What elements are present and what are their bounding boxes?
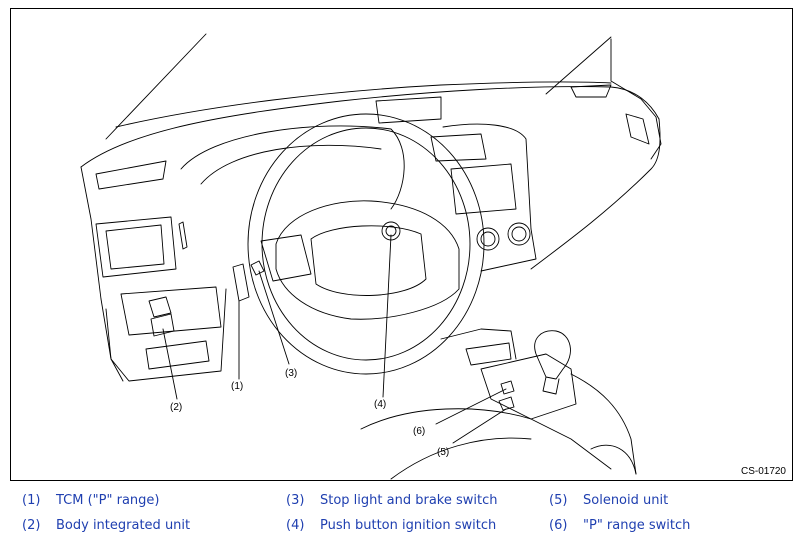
legend-item: (6) "P" range switch [549,518,690,533]
defrost-vent-right [570,84,612,98]
lower-left-slot [145,340,210,370]
leader-4 [382,234,392,398]
leader-2 [162,328,178,400]
callout-4: (4) [374,399,386,410]
console-side [360,408,612,470]
knob-right [507,222,531,246]
dash-top-edge-2 [115,81,612,128]
legend-number: (4) [286,518,305,533]
console-tray [465,342,512,366]
legend-number: (2) [22,518,41,533]
legend-item: (2) Body integrated unit [22,518,190,533]
legend: (1) TCM ("P" range) (2) Body integrated un… [0,487,803,543]
right-vent [625,113,650,145]
legend-label: TCM ("P" range) [56,493,160,508]
hazard-panel [430,133,487,162]
legend-number: (3) [286,493,305,508]
a-pillar-right [545,36,612,95]
leader-6 [435,388,507,425]
left-seat-edge [390,437,532,480]
steering-wheel-outer [247,113,485,375]
shift-knob [534,330,571,380]
legend-label: Push button ignition switch [320,518,497,533]
figure-code: CS-01720 [740,466,786,477]
leader-3 [258,270,290,365]
callout-1: (1) [231,381,243,392]
steering-column [260,234,312,282]
dashboard-diagram: (1) (2) (3) (4) (5) (6) CS-01720 [10,8,793,481]
callout-6: (6) [413,426,425,437]
legend-item: (5) Solenoid unit [549,493,668,508]
center-display-top [375,96,442,124]
legend-number: (5) [549,493,568,508]
center-stack [442,123,537,272]
legend-label: Solenoid unit [583,493,669,508]
callout-2: (2) [170,402,182,413]
body-integrated-unit [150,313,175,337]
cluster-hood [180,125,405,210]
legend-item: (1) TCM ("P" range) [22,493,159,508]
body-integrated-unit-top [148,296,172,318]
lower-left-panel [120,286,222,336]
a-pillar-left [105,33,207,140]
tcm-unit [232,263,250,302]
legend-item: (4) Push button ignition switch [286,518,496,533]
right-seat [570,373,637,475]
legend-label: "P" range switch [583,518,691,533]
callout-3: (3) [285,368,297,379]
left-defrost-vent [95,160,167,190]
steering-wheel-inner [261,127,471,361]
dash-right-side [530,118,661,270]
stop-light-switch [250,260,265,276]
legend-number: (6) [549,518,568,533]
left-screen [95,216,177,278]
shifter-plate [480,353,577,420]
dashboard-illustration: (1) (2) (3) (4) (5) (6) [80,33,662,480]
center-screen [450,163,517,215]
knee-panel [105,288,227,382]
steering-hub [275,200,460,320]
legend-label: Body integrated unit [56,518,191,533]
legend-number: (1) [22,493,41,508]
legend-item: (3) Stop light and brake switch [286,493,497,508]
dash-right-pillar [610,38,662,160]
solenoid-unit [498,396,515,411]
p-range-switch [500,380,515,395]
leader-5 [452,408,507,444]
callout-5: (5) [437,447,449,458]
legend-label: Stop light and brake switch [320,493,498,508]
dash-left-side [80,166,124,382]
dash-top-edge [80,86,660,168]
knob-left [476,227,500,251]
console-front [440,328,517,360]
